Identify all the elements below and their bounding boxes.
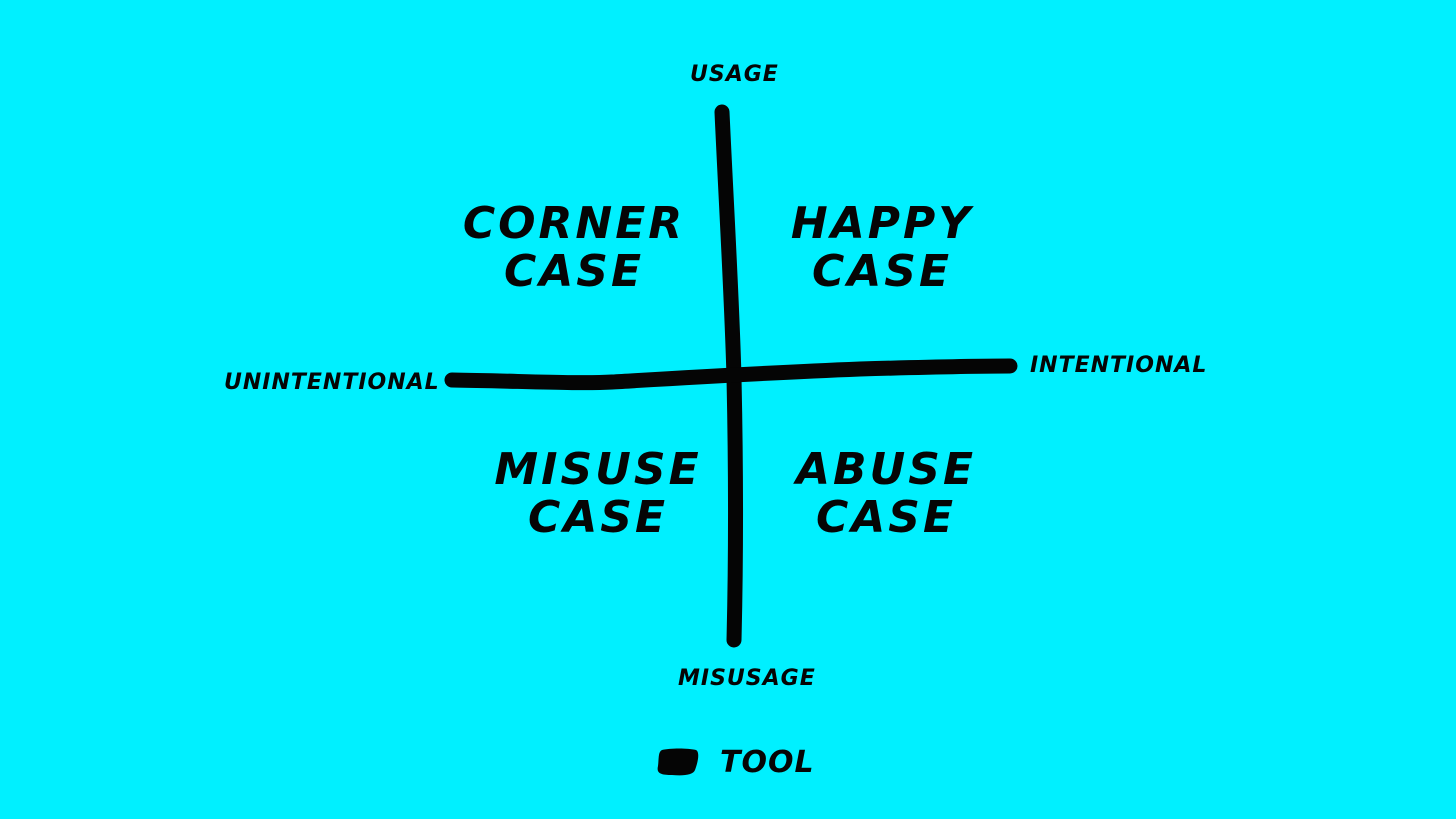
quadrant-bottom-left-line2: CASE [527,492,669,543]
quadrant-top-left-label: CORNER CASE [444,200,704,296]
quadrant-top-left-line1: CORNER [462,198,686,249]
quadrant-bottom-right-line1: ABUSE [795,444,977,495]
axis-label-right: INTENTIONAL [1030,353,1208,378]
horizontal-axis-line [444,358,1018,391]
quadrant-bottom-right-label: ABUSE CASE [756,446,1016,542]
quadrant-top-right-line2: CASE [811,246,953,297]
axis-label-top: USAGE [690,62,779,87]
quadrant-top-right-line1: HAPPY [790,198,974,249]
quadrant-top-right-label: HAPPY CASE [752,200,1012,296]
axis-label-left: UNINTENTIONAL [224,370,440,395]
legend-label: TOOL [720,745,815,780]
legend-swatch-icon [657,748,699,776]
axis-label-bottom: MISUSAGE [678,666,816,691]
quadrant-top-left-line2: CASE [503,246,645,297]
quadrant-bottom-left-label: MISUSE CASE [468,446,728,542]
quadrant-bottom-left-line1: MISUSE [494,444,702,495]
quadrant-bottom-right-line2: CASE [815,492,957,543]
